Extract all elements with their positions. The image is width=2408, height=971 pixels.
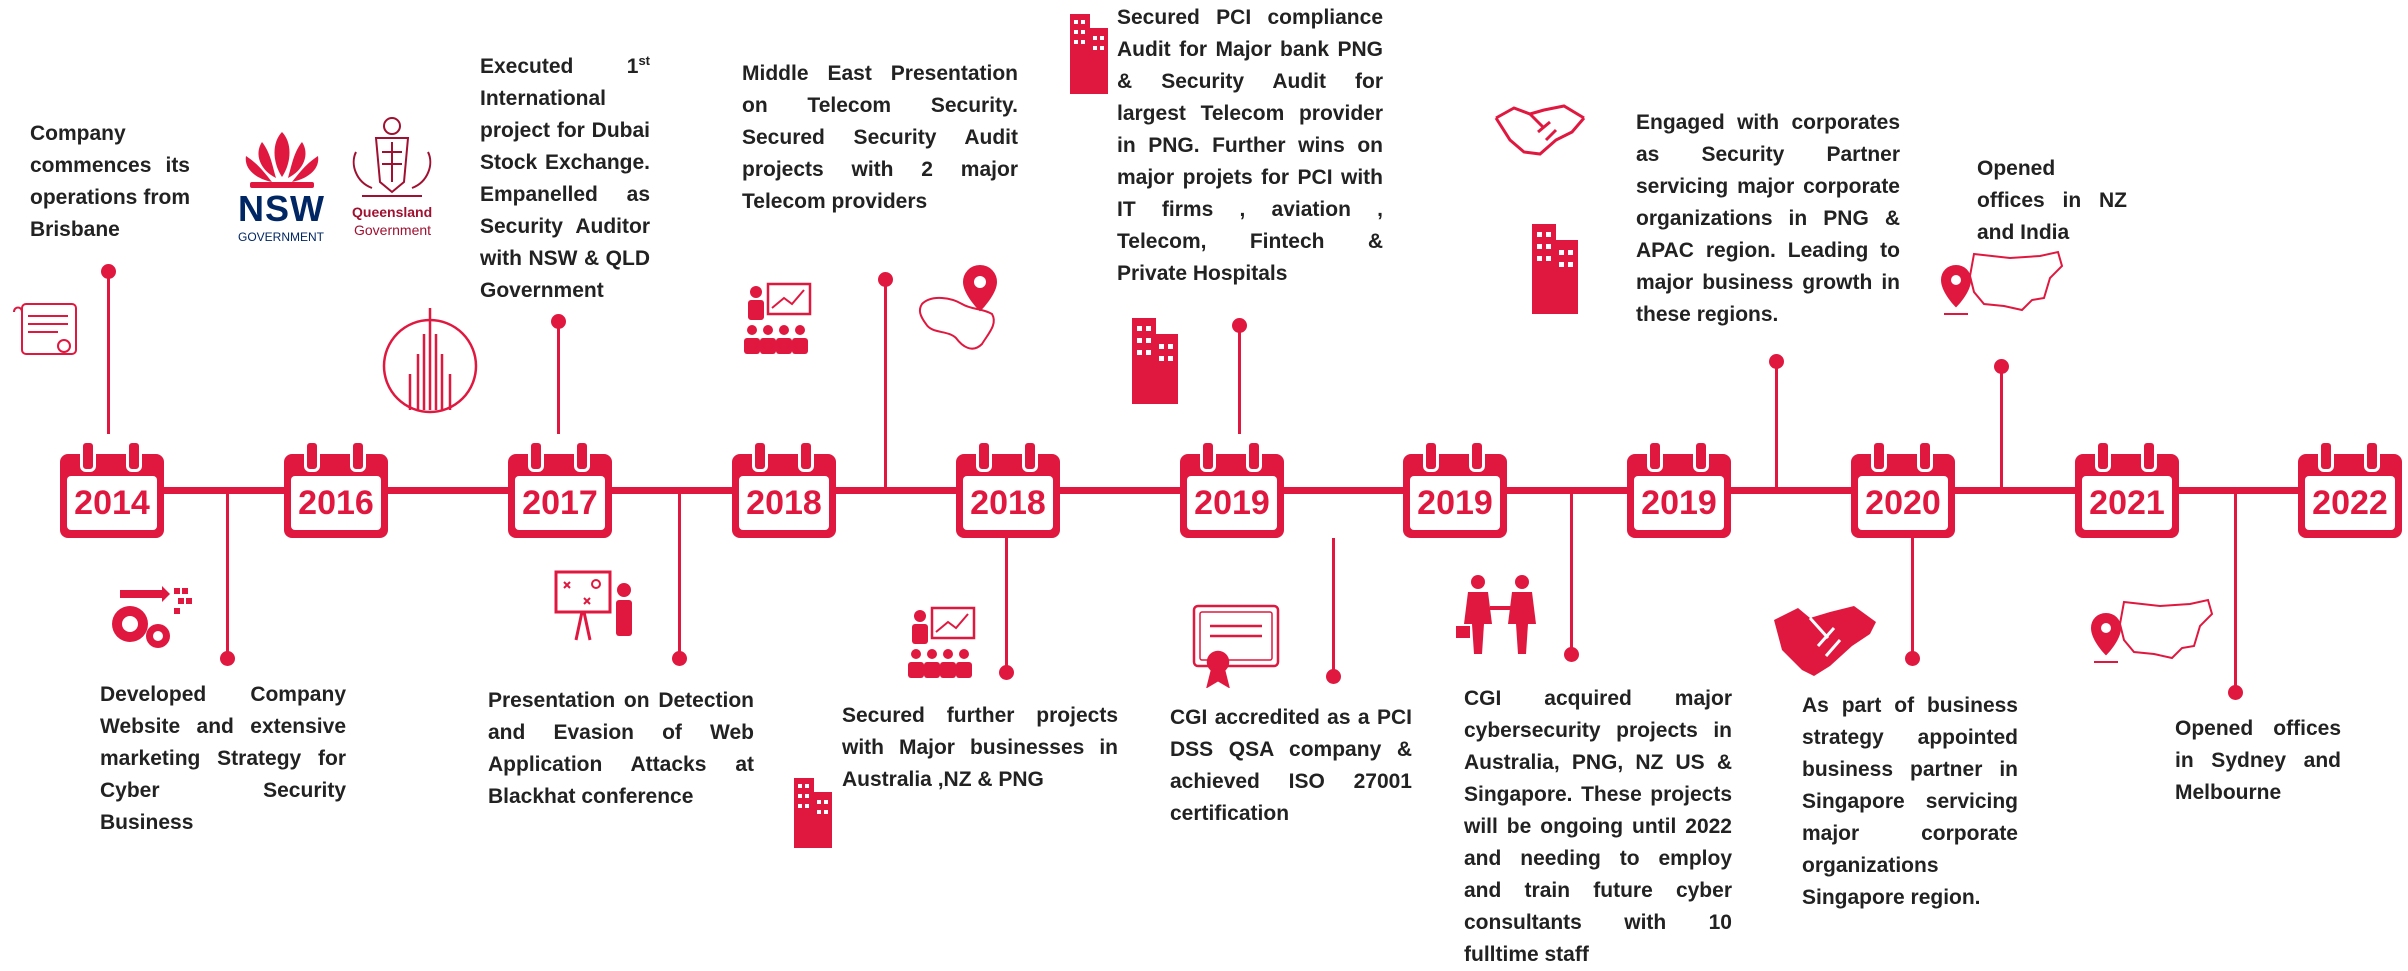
connector (226, 494, 229, 658)
connector (557, 322, 560, 434)
event-2017-text-sup: st (638, 53, 650, 68)
middle-east-map-icon (912, 264, 1008, 373)
connector (884, 280, 887, 488)
usa-map-pin-icon (2090, 596, 2220, 677)
building-icon (1128, 318, 1182, 409)
connector-dot (1232, 318, 1247, 333)
nsw-government-logo: NSW GOVERNMENT (232, 122, 332, 247)
year-label: 2018 (963, 476, 1053, 530)
event-2017-text-pre: Executed 1 (480, 55, 639, 78)
year-label: 2021 (2082, 476, 2172, 530)
burj-khalifa-icon (376, 304, 484, 421)
year-label: 2019 (1634, 476, 1724, 530)
year-label: 2016 (291, 476, 381, 530)
strategy-board-icon (554, 570, 640, 657)
presentation-icon (904, 604, 978, 685)
usa-map-pin-icon (1940, 248, 2070, 329)
event-2018-text: Middle East Presentation on Telecom Secu… (742, 62, 1018, 213)
certificate-icon (1192, 604, 1282, 693)
connector-dot (1905, 651, 1920, 666)
event-2019d-text: Engaged with corporates as Security Part… (1636, 111, 1900, 326)
year-label: 2018 (739, 476, 829, 530)
event-2019-text: Secured PCI compliance Audit for Major b… (1117, 6, 1383, 285)
gears-icon (100, 582, 196, 659)
year-label: 2020 (1858, 476, 1948, 530)
connector-dot (2228, 685, 2243, 700)
event-2016-text: Developed Company Website and extensive … (100, 683, 346, 834)
connector-dot (1326, 669, 1341, 684)
connector (107, 272, 110, 434)
event-2018b-text: Secured further projects with Major busi… (842, 704, 1118, 791)
connector-dot (878, 272, 893, 287)
event-2017-text: Executed 1st International project for D… (480, 45, 650, 307)
connector (678, 494, 681, 658)
connector-dot (551, 314, 566, 329)
building-icon (1066, 14, 1112, 99)
connector-dot (220, 651, 235, 666)
year-label: 2019 (1410, 476, 1500, 530)
connector (1911, 538, 1914, 658)
connector-dot (1564, 647, 1579, 662)
handshake-icon (1494, 100, 1586, 165)
year-label: 2019 (1187, 476, 1277, 530)
nsw-logo-text: NSW (238, 188, 325, 229)
connector (1332, 538, 1335, 676)
year-label: 2022 (2305, 476, 2395, 530)
event-2019b-text: CGI accredited as a PCI DSS QSA company … (1170, 706, 1412, 825)
queensland-government-logo: Queensland Government (342, 112, 442, 242)
presentation-icon (740, 280, 814, 361)
business-people-icon (1456, 574, 1546, 663)
calendar-2017: 2017 (508, 440, 612, 538)
event-2017-text-post: International project for Dubai Stock Ex… (480, 87, 650, 302)
year-label: 2017 (515, 476, 605, 530)
connector-dot (101, 264, 116, 279)
calendar-2018: 2018 (732, 440, 836, 538)
year-label: 2014 (67, 476, 157, 530)
calendar-2016: 2016 (284, 440, 388, 538)
event-2019c-text: CGI acquired major cybersecurity project… (1464, 687, 1732, 966)
connector (2000, 367, 2003, 488)
connector (1238, 326, 1241, 434)
certificate-icon (8, 298, 84, 369)
event-2020-text: As part of business strategy appointed b… (1802, 694, 2018, 909)
event-2021b-text: Opened offices in Sydney and Melbourne (2175, 717, 2341, 804)
building-icon (790, 778, 836, 853)
event-2021a-text: Opened offices in NZ and India (1977, 157, 2127, 244)
calendar-2022: 2022 (2298, 440, 2402, 538)
calendar-2019b: 2019 (1403, 440, 1507, 538)
calendar-2019c: 2019 (1627, 440, 1731, 538)
qld-logo-subtext: Government (354, 222, 432, 238)
connector-dot (672, 651, 687, 666)
calendar-2018b: 2018 (956, 440, 1060, 538)
connector (1570, 494, 1573, 654)
connector (1005, 538, 1008, 672)
nsw-logo-subtext: GOVERNMENT (238, 230, 325, 244)
connector-dot (1769, 354, 1784, 369)
calendar-2020: 2020 (1851, 440, 1955, 538)
qld-logo-text: Queensland (352, 204, 433, 220)
cyber-alliance-handshake-icon (1770, 600, 1880, 687)
connector-dot (999, 665, 1014, 680)
event-2014-text: Company commences its operations from Br… (30, 122, 190, 241)
connector (2234, 494, 2237, 692)
calendar-2014: 2014 (60, 440, 164, 538)
connector-dot (1994, 359, 2009, 374)
calendar-2019: 2019 (1180, 440, 1284, 538)
event-2017b-text: Presentation on Detection and Evasion of… (488, 689, 754, 808)
connector (1775, 362, 1778, 488)
calendar-2021: 2021 (2075, 440, 2179, 538)
building-icon (1528, 224, 1582, 319)
